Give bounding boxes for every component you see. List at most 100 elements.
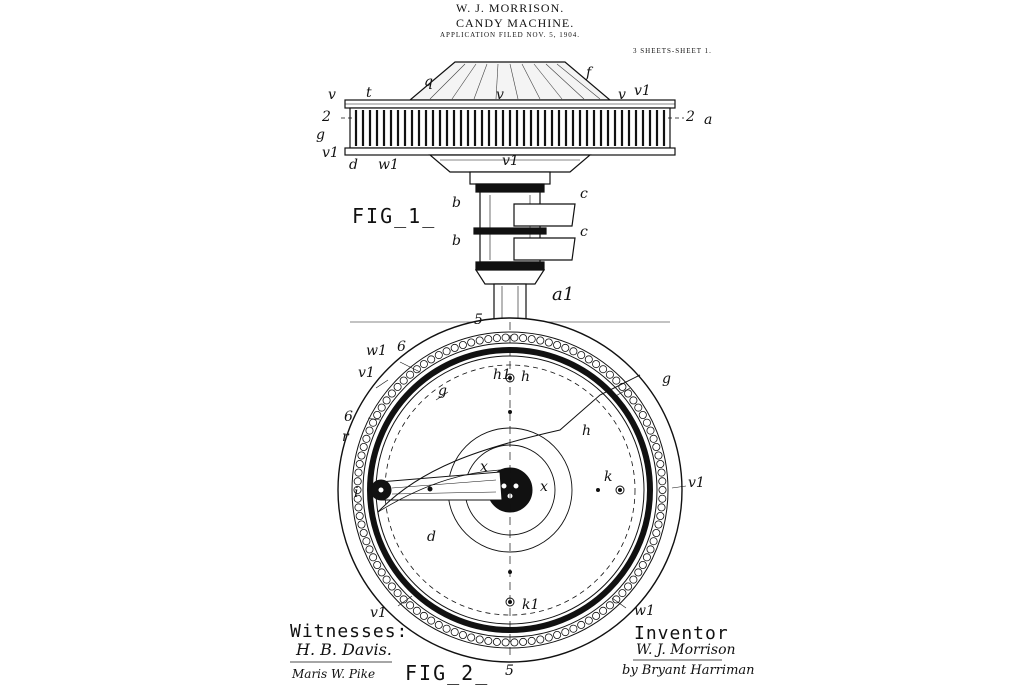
fig2-chain-link: [412, 365, 421, 374]
fig2-chain-link: [605, 601, 614, 610]
fig2-chain-link: [373, 561, 382, 570]
fig2-label-k: k: [604, 469, 613, 485]
fig2-chain-link: [442, 347, 451, 356]
fig2-chain-link: [467, 338, 476, 347]
patent-title: CANDY MACHINE.: [456, 16, 575, 30]
fig2-label-r: r: [342, 429, 349, 445]
fig2-chain-link: [434, 620, 443, 629]
fig2-chain-link: [569, 347, 578, 356]
fig2-label-5-top: 5: [474, 312, 483, 328]
fig2-chain-link: [592, 360, 601, 369]
fig2-chain-link: [652, 442, 661, 451]
fig1-label-q: q: [424, 74, 433, 90]
fig2-chain-link: [536, 635, 545, 644]
fig2-chain-link: [612, 376, 621, 385]
fig2-chain-link: [450, 343, 459, 352]
fig2-chain-link: [599, 606, 608, 615]
fig2-chain-link: [654, 451, 663, 460]
fig2-chain-link: [467, 633, 476, 642]
attorney-signature: by Bryant Harriman: [622, 663, 755, 678]
fig2-chain-link: [553, 340, 562, 349]
fig1-label-b-lower: b: [452, 233, 461, 249]
fig2-chain-link: [501, 333, 510, 342]
fig2-chain-link: [501, 638, 510, 647]
fig1-label-v1-bottom: v1: [502, 153, 519, 169]
fig2-chain-link: [357, 520, 366, 529]
fig2-chain-link: [624, 389, 633, 398]
fig2-label-g-inner: g: [438, 383, 447, 399]
fig2-chain-link: [362, 434, 371, 443]
fig2-chain-link: [544, 633, 553, 642]
fig2-label-6-top: 6: [397, 339, 406, 355]
fig2-chain-link: [577, 620, 586, 629]
fig2-label-6-left: 6: [344, 409, 353, 425]
fig2-chain-link: [373, 410, 382, 419]
fig2-chain-link: [618, 382, 627, 391]
fig2-chain-link: [377, 403, 386, 412]
fig1-label-v-mid: v: [496, 87, 504, 103]
fig2-chain-link: [618, 589, 627, 598]
fig1-cone-lines: [429, 63, 601, 100]
fig2-chain-link: [442, 624, 451, 633]
fig2-chain-link: [544, 338, 553, 347]
fig2-chain-link: [484, 636, 493, 645]
fig2-chain-link: [365, 545, 374, 554]
fig2-chain-link: [362, 537, 371, 546]
fig2-chain-link: [657, 503, 666, 512]
fig1-label-v1-right: v1: [634, 83, 651, 99]
fig2-chain-link: [658, 494, 667, 503]
fig2-chain-link: [654, 520, 663, 529]
fig1-slats: [354, 110, 666, 146]
fig1-caption: FIG_1_: [352, 204, 437, 228]
fig2-chain-link: [658, 485, 667, 494]
fig1-shaft: [493, 283, 527, 323]
fig2-chain-link: [387, 582, 396, 591]
fig2-caption: FIG_2_: [405, 661, 490, 685]
fig1-label-t: t: [366, 85, 372, 101]
fig2-chain-link: [646, 545, 655, 554]
fig2-chain-link: [458, 631, 467, 640]
fig2-chain-link: [561, 343, 570, 352]
fig2-label-v1-bottom: v1: [370, 605, 387, 621]
fig2-chain-link: [652, 529, 661, 538]
fig2-chain-link: [642, 418, 651, 427]
fig2-chain-link: [638, 410, 647, 419]
fig1-label-2-right: 2: [686, 109, 695, 125]
witness-signature-2: Maris W. Pike: [292, 667, 376, 681]
fig2-label-h: h: [582, 423, 592, 439]
fig2-chain-link: [629, 396, 638, 405]
fig2-label-v1-left: v1: [358, 365, 375, 381]
fig2-label-w1-bottom: w1: [634, 603, 655, 619]
fig2-chain-link: [649, 434, 658, 443]
fig2-chain-link: [656, 512, 665, 521]
fig2-chain-link: [434, 351, 443, 360]
fig1-label-v1-left: v1: [322, 145, 339, 161]
fig2-chain-link: [629, 575, 638, 584]
fig2-label-h-top: h: [521, 369, 531, 385]
fig2-chain-link: [353, 477, 362, 486]
fig2-chain-link: [599, 365, 608, 374]
fig2-chain-link: [458, 340, 467, 349]
fig2-chain-link: [427, 355, 436, 364]
fig2-chain-link: [357, 451, 366, 460]
fig2-chain-link: [519, 637, 528, 646]
fig2-chain-link: [475, 336, 484, 345]
fig2-label-x-top: x: [480, 459, 488, 475]
fig2-chain-link: [354, 468, 363, 477]
fig1-label-d: d: [349, 157, 358, 173]
fig2-label-g-outer: g: [662, 371, 671, 387]
fig2-chain-link: [634, 568, 643, 577]
fig2-chain-link: [369, 553, 378, 562]
fig2-chain-link: [638, 561, 647, 570]
fig2-chain-link: [577, 351, 586, 360]
fig1-belt-lower: [513, 237, 576, 261]
fig2-label-5-bottom: 5: [505, 663, 514, 679]
fig2-chain-link: [377, 568, 386, 577]
fig2-chain-link: [584, 355, 593, 364]
fig1-label-g: g: [316, 127, 325, 143]
fig2-chain-link: [406, 370, 415, 379]
fig2-chain-link: [612, 595, 621, 604]
fig1-label-a1: a1: [552, 284, 575, 305]
